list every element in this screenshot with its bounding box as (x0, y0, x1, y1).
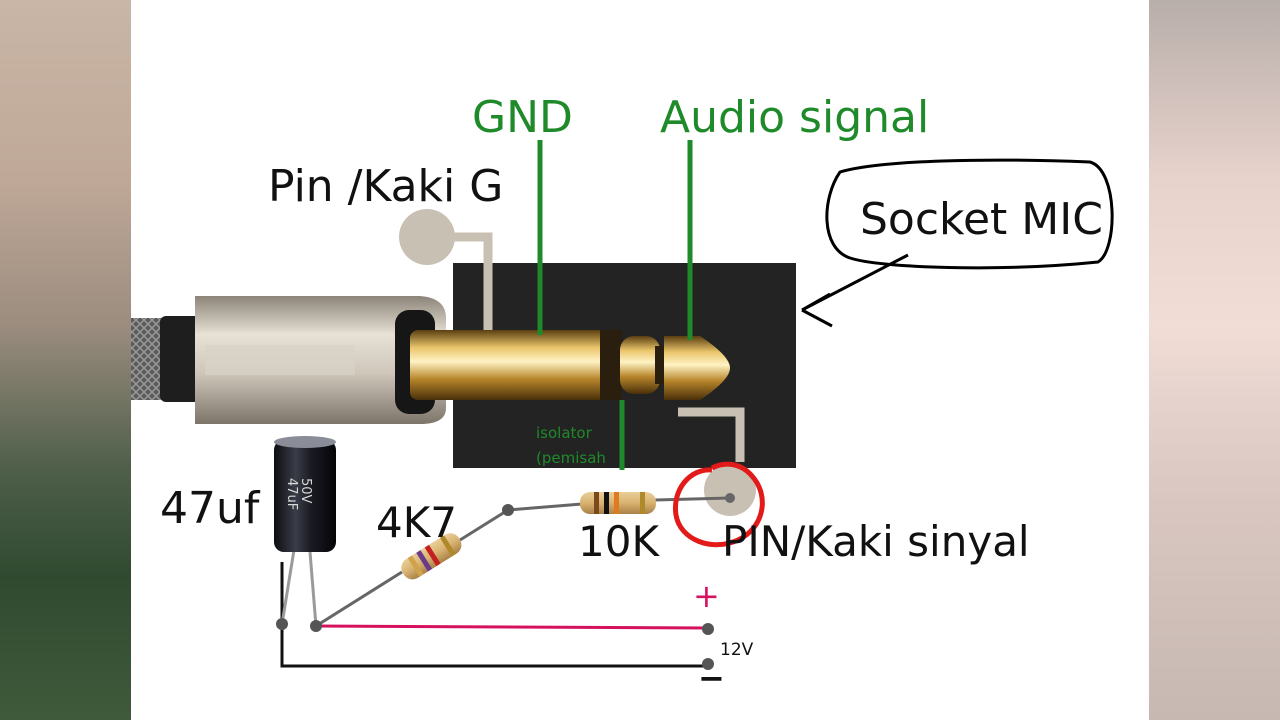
wire-node-to-r2 (507, 502, 583, 512)
junction-dot (276, 618, 288, 630)
junction-dot (502, 504, 514, 516)
resistor-10k-label: 10K (578, 517, 659, 566)
junction-dot (702, 658, 714, 670)
ground-pin-lead (440, 232, 493, 330)
background-right-photo (1149, 0, 1280, 720)
voltage-label: 12V (720, 640, 754, 660)
ground-pin-label: Pin /Kaki G (268, 161, 504, 212)
isolator-label: isolator (536, 424, 592, 442)
resistor-10k (580, 492, 656, 514)
signal-pin-tab (704, 464, 756, 516)
capacitor-47uf: 50V 47uF (274, 436, 336, 627)
audio-signal-label: Audio signal (660, 92, 930, 143)
plug-shaft (410, 330, 610, 400)
gnd-label: GND (472, 92, 573, 143)
signal-pin-label: PIN/Kaki sinyal (722, 517, 1030, 566)
ground-pin-tab (399, 209, 455, 265)
junction-dot (310, 620, 322, 632)
capacitor-print-line2: 47uF (284, 478, 299, 510)
wire-ground (280, 562, 708, 668)
socket-callout-bubble (825, 158, 1114, 270)
wire-r2-to-pin (654, 496, 731, 502)
jack-plug (131, 296, 730, 424)
socket-mic-label: Socket MIC (860, 194, 1103, 245)
capacitor-value-label: 47uf (160, 483, 260, 534)
capacitor-print-line1: 50V (298, 478, 313, 504)
background-left-photo (0, 0, 131, 720)
junction-dot (702, 623, 714, 635)
resistor-4k7-label: 4K7 (376, 498, 457, 547)
negative-terminal-label: − (698, 659, 725, 697)
isolator-label-sub: (pemisah (536, 449, 606, 467)
wire-positive (315, 624, 709, 630)
red-highlight-circle (672, 461, 765, 548)
wire-r1-to-node (459, 508, 509, 542)
plug-tip (664, 336, 730, 400)
resistor-4k7 (401, 533, 462, 580)
wire-cap-to-r1 (315, 570, 403, 628)
signal-pin-lead (678, 407, 745, 462)
positive-terminal-label: + (693, 577, 720, 615)
socket-callout-arrow (801, 253, 909, 328)
